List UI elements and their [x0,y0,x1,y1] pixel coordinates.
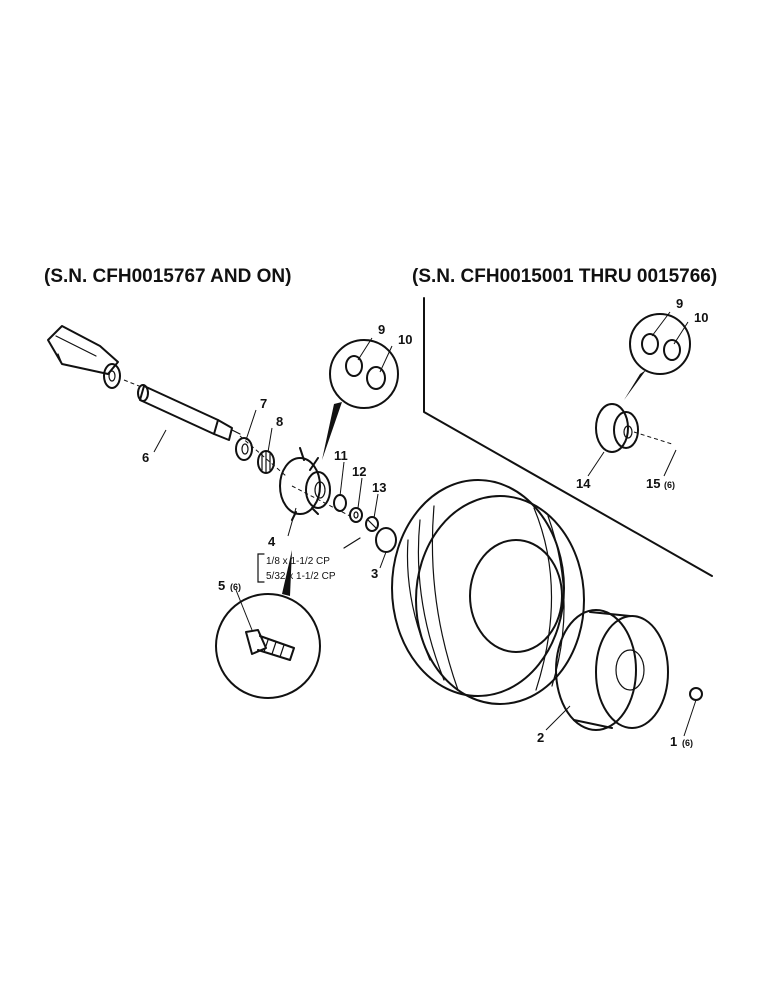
hub-earlier-version [595,403,673,453]
dust-cap [375,527,397,553]
callout-2: 2 [537,730,544,745]
wheel-rim [555,609,669,731]
callout-7: 7 [260,396,267,411]
cotter-pin-note-line-2: 5/32 x 1-1/2 CP [266,571,336,582]
detail-circle-right [624,313,691,400]
bearing-cone [257,450,275,474]
callout-10-right: 10 [694,310,708,325]
wheel-hub [279,447,351,521]
callout-13: 13 [372,480,386,495]
callout-1: 1 [670,734,677,749]
slotted-nut [365,516,379,532]
cotter-pin [343,537,361,549]
callout-14: 14 [576,476,591,491]
callout-9-left: 9 [378,322,385,337]
spindle-washer [349,507,363,523]
spindle-arm [47,325,121,389]
heading-left-serial-range: (S.N. CFH0015767 AND ON) [44,266,291,287]
callout-10-left: 10 [398,332,412,347]
callout-12: 12 [352,464,366,479]
cotter-pin-note-line-1: 1/8 x 1-1/2 CP [266,556,330,567]
heading-right-serial-range: (S.N. CFH0015001 THRU 0015766) [412,266,717,287]
callout-4: 4 [268,534,276,549]
leader-lines [153,311,697,737]
detail-circle-stud [215,550,321,699]
callout-8: 8 [276,414,283,429]
outer-bearing-cone [333,494,347,512]
callout-15-qty: (6) [664,480,675,490]
serial-range-boundary-line [423,297,713,577]
washer [235,437,253,461]
callout-1-qty: (6) [682,738,693,748]
lug-nut [689,687,703,701]
detail-circle-left [322,339,399,460]
callout-15: 15 [646,476,660,491]
callout-5: 5 [218,578,225,593]
callout-3: 3 [371,566,378,581]
callout-6: 6 [142,450,149,465]
tire [391,479,585,705]
callout-11: 11 [334,448,348,463]
cotter-pin-note-bracket [257,553,265,583]
callout-9-right: 9 [676,296,683,311]
callout-5-qty: (6) [230,582,241,592]
spindle [123,379,287,477]
